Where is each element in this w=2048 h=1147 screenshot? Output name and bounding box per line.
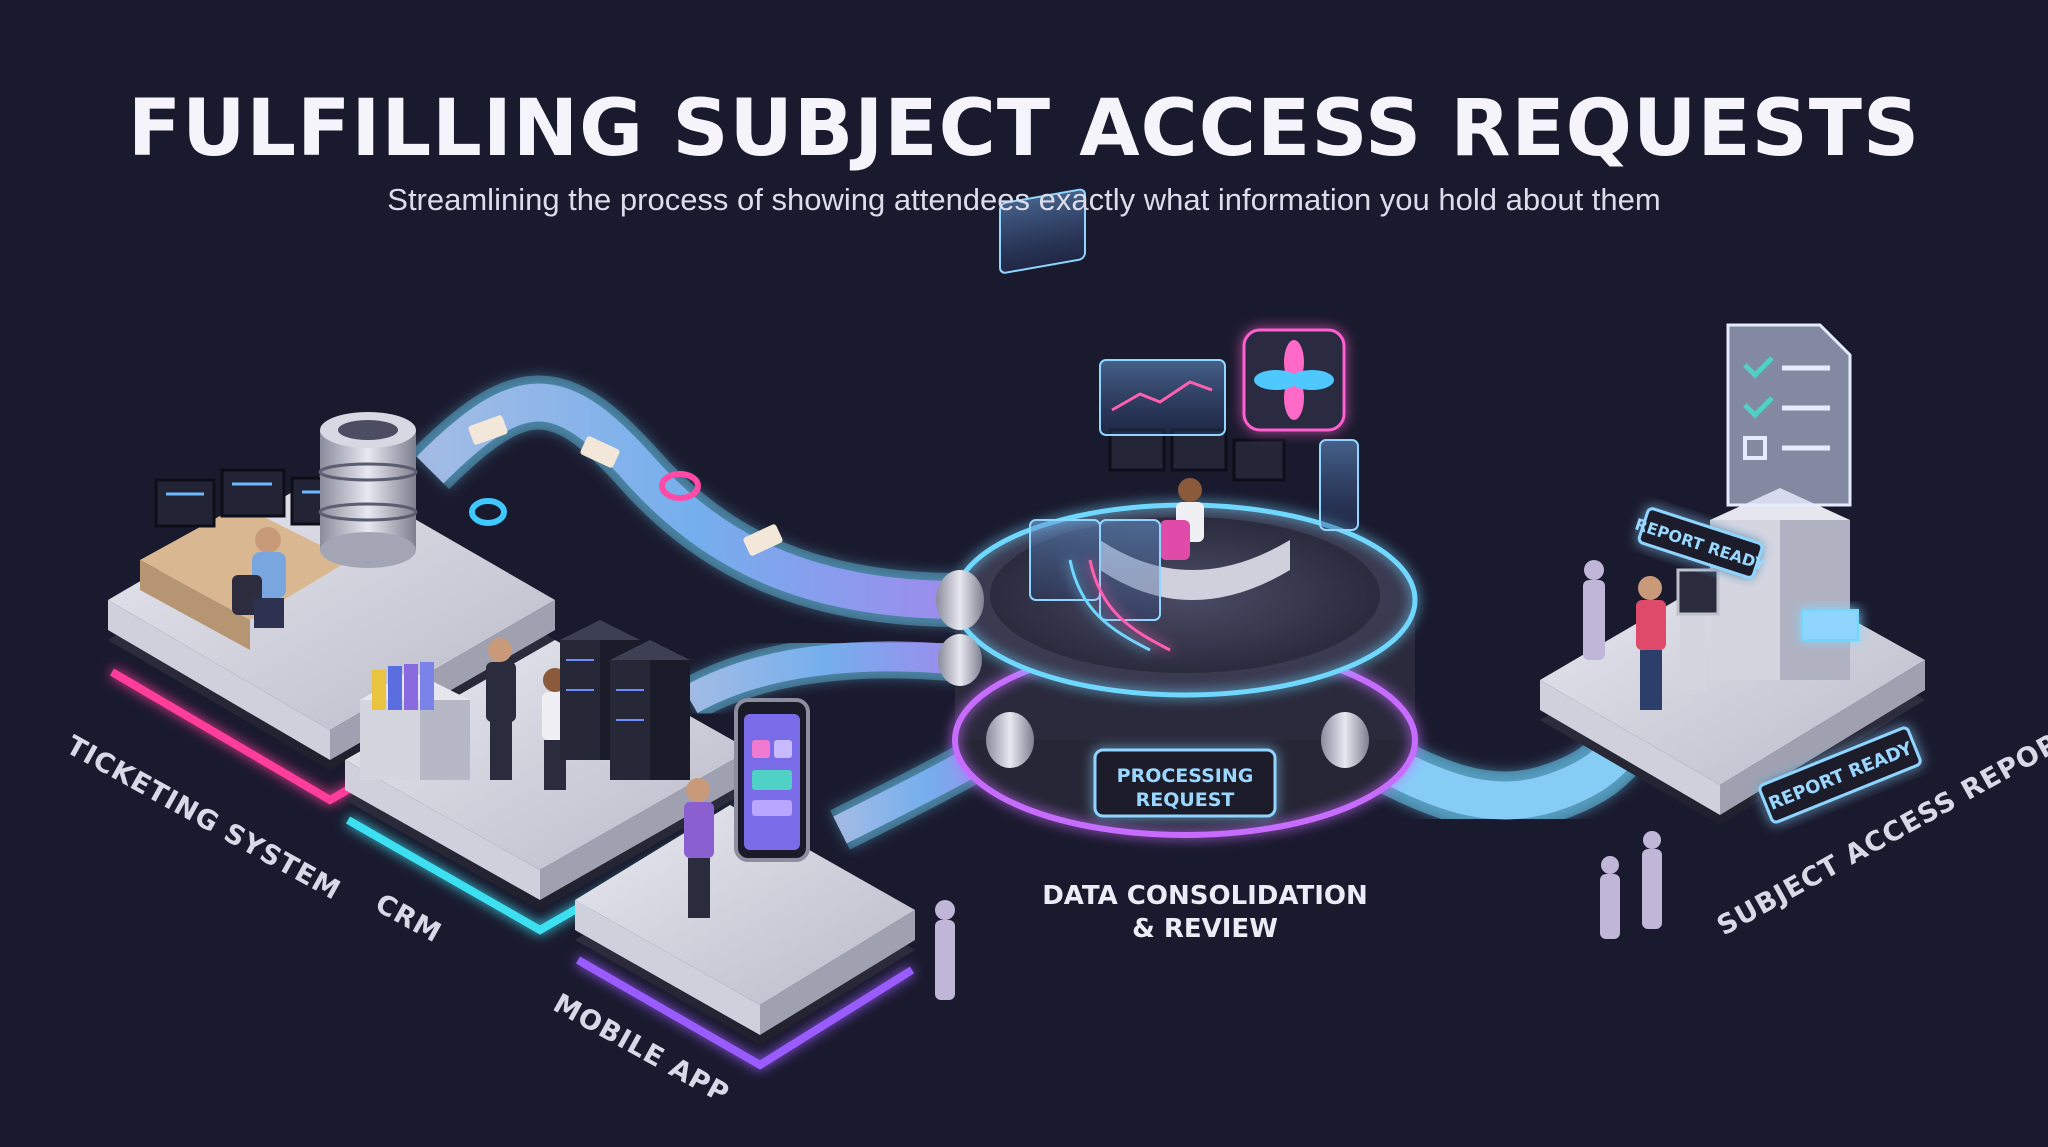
document-checklist-icon [1726,323,1852,507]
platform-mobile [575,778,915,1070]
page-title: FULFILLING SUBJECT ACCESS REQUESTS [127,84,1921,174]
database-icon [318,412,418,568]
page-subtitle: Streamlining the process of showing atte… [387,182,1661,217]
pipe-ticketing-to-hub [410,375,961,627]
processing-sign-line2: REQUEST [1136,789,1235,811]
platform-report [1540,488,1925,825]
hub-platform [936,188,1418,838]
pipe-crm-to-hub [679,634,963,720]
smartphone-icon [734,698,810,862]
label-data-consolidation: DATA CONSOLIDATION & REVIEW [1030,880,1380,946]
label-data-consolidation-line1: DATA CONSOLIDATION [1042,881,1368,911]
server-rack-icon [560,620,690,780]
standing-figure [935,831,1662,1000]
wristband-icon [469,471,701,526]
processing-request-sign: PROCESSING REQUEST [1093,748,1277,818]
ticket-icon [468,415,783,556]
label-data-consolidation-line2: & REVIEW [1132,914,1278,944]
processing-sign-line1: PROCESSING [1117,765,1254,787]
flower-logo-icon [1242,328,1346,432]
